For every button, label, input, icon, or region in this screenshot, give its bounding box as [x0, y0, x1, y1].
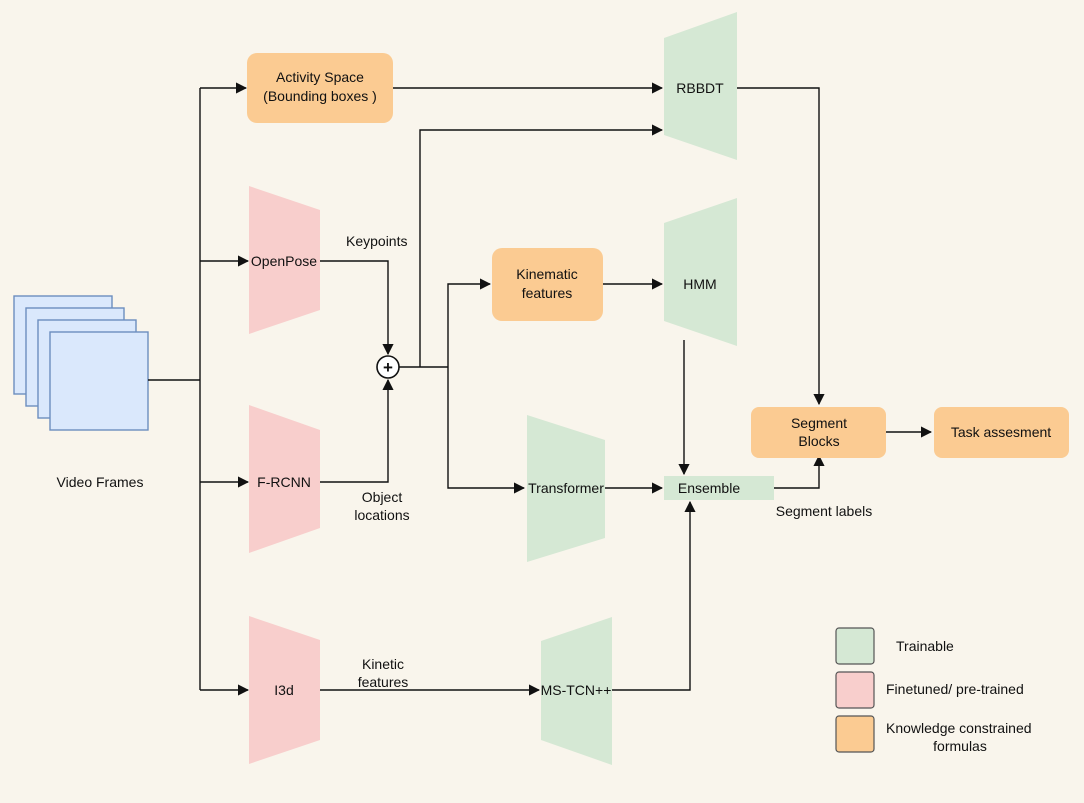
legend-knowledge-label-2: formulas — [933, 738, 987, 754]
segment-blocks-label-2: Blocks — [798, 433, 839, 449]
hmm-block — [664, 198, 737, 346]
arrow-rbbdt-to-segment-blocks — [737, 87, 825, 406]
legend-swatch-knowledge — [835, 715, 875, 753]
plus-symbol: + — [383, 358, 393, 377]
transformer-label: Transformer — [528, 480, 604, 496]
arrow-keypoints-to-plus — [320, 260, 394, 356]
video-frames-label: Video Frames — [57, 474, 144, 490]
legend-trainable-label: Trainable — [896, 638, 954, 654]
arrow-objects-to-plus — [320, 378, 394, 483]
rbbdt-block — [664, 12, 737, 160]
object-locations-label-2: locations — [354, 507, 409, 523]
keypoints-label: Keypoints — [346, 233, 407, 249]
segment-blocks-label-1: Segment — [791, 415, 847, 431]
arrow-plus-to-rbbdt — [419, 124, 664, 367]
transformer-block — [527, 415, 605, 562]
hmm-label: HMM — [683, 276, 716, 292]
segment-labels-label: Segment labels — [776, 503, 873, 519]
arrow-plus-to-transformer — [447, 367, 526, 494]
arrow-ensemble-to-segment-blocks — [774, 454, 825, 489]
arrow-plus-to-kinematic — [447, 278, 492, 367]
frcnn-block — [249, 405, 320, 553]
kinematic-label-1: Kinematic — [516, 266, 577, 282]
object-locations-label-1: Object — [362, 489, 403, 505]
activity-space-label-2: (Bounding boxes ) — [263, 88, 377, 104]
legend-swatch-trainable — [835, 627, 875, 665]
arrow-mstcn-to-ensemble — [612, 500, 696, 691]
openpose-label: OpenPose — [251, 253, 317, 269]
openpose-block — [249, 186, 320, 334]
legend: Trainable Finetuned/ pre-trained Knowled… — [835, 627, 1032, 754]
kinematic-label-2: features — [522, 285, 573, 301]
video-frames-stack — [13, 295, 149, 431]
legend-finetuned-label: Finetuned/ pre-trained — [886, 681, 1024, 697]
i3d-block — [249, 616, 320, 764]
kinetic-label-2: features — [358, 674, 409, 690]
task-assessment-label: Task assesment — [951, 424, 1051, 440]
frame-4 — [49, 331, 149, 431]
legend-swatch-finetuned — [835, 671, 875, 709]
kinematic-features-box — [492, 248, 603, 321]
frcnn-label: F-RCNN — [257, 474, 311, 490]
i3d-label: I3d — [274, 682, 293, 698]
ms-tcn-block — [541, 617, 612, 765]
segment-blocks-box — [751, 407, 886, 458]
legend-knowledge-label-1: Knowledge constrained — [886, 720, 1032, 736]
kinetic-label-1: Kinetic — [362, 656, 404, 672]
ms-tcn-label: MS-TCN++ — [541, 682, 612, 698]
ensemble-block — [664, 476, 774, 500]
activity-space-box — [247, 53, 393, 123]
task-assessment-box — [934, 407, 1069, 458]
ensemble-label: Ensemble — [678, 480, 740, 496]
rbbdt-label: RBBDT — [676, 80, 724, 96]
activity-space-label-1: Activity Space — [276, 69, 364, 85]
